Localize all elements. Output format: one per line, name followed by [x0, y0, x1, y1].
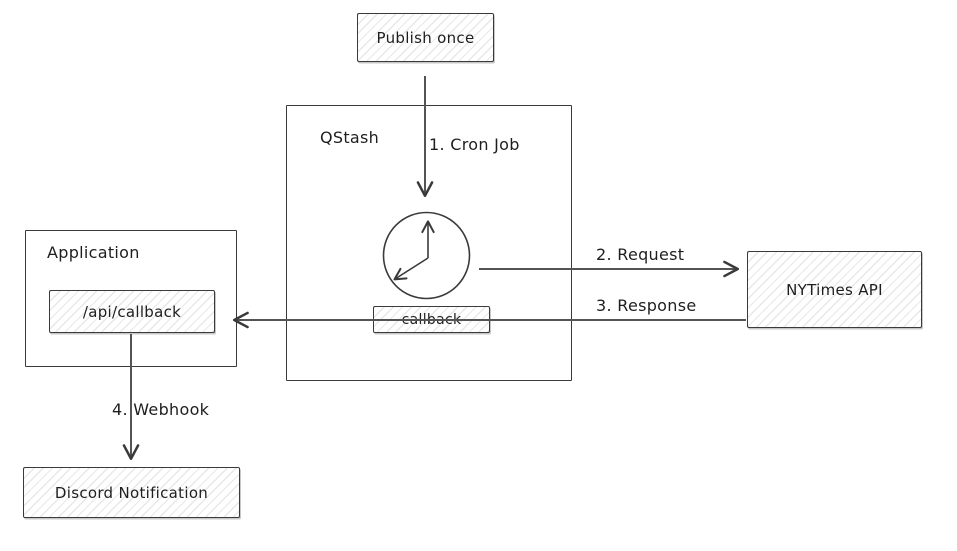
callback-label: callback — [401, 311, 462, 328]
api-callback-label: /api/callback — [82, 302, 182, 321]
node-nytimes-api: NYTimes API — [747, 251, 922, 328]
application-label: Application — [47, 243, 140, 262]
nytimes-api-label: NYTimes API — [786, 280, 883, 299]
response-edge-label: 3. Response — [596, 296, 697, 315]
cron-job-edge-label: 1. Cron Job — [429, 135, 520, 154]
request-edge-label: 2. Request — [596, 245, 685, 264]
webhook-edge-label: 4. Webhook — [112, 400, 210, 419]
publish-once-label: Publish once — [376, 28, 475, 47]
node-publish-once: Publish once — [357, 13, 494, 62]
node-callback: callback — [373, 306, 490, 333]
discord-notification-label: Discord Notification — [54, 483, 209, 502]
node-api-callback: /api/callback — [49, 290, 215, 333]
node-discord-notification: Discord Notification — [23, 467, 240, 518]
qstash-label: QStash — [320, 128, 380, 147]
qstash-container-box — [286, 105, 572, 381]
